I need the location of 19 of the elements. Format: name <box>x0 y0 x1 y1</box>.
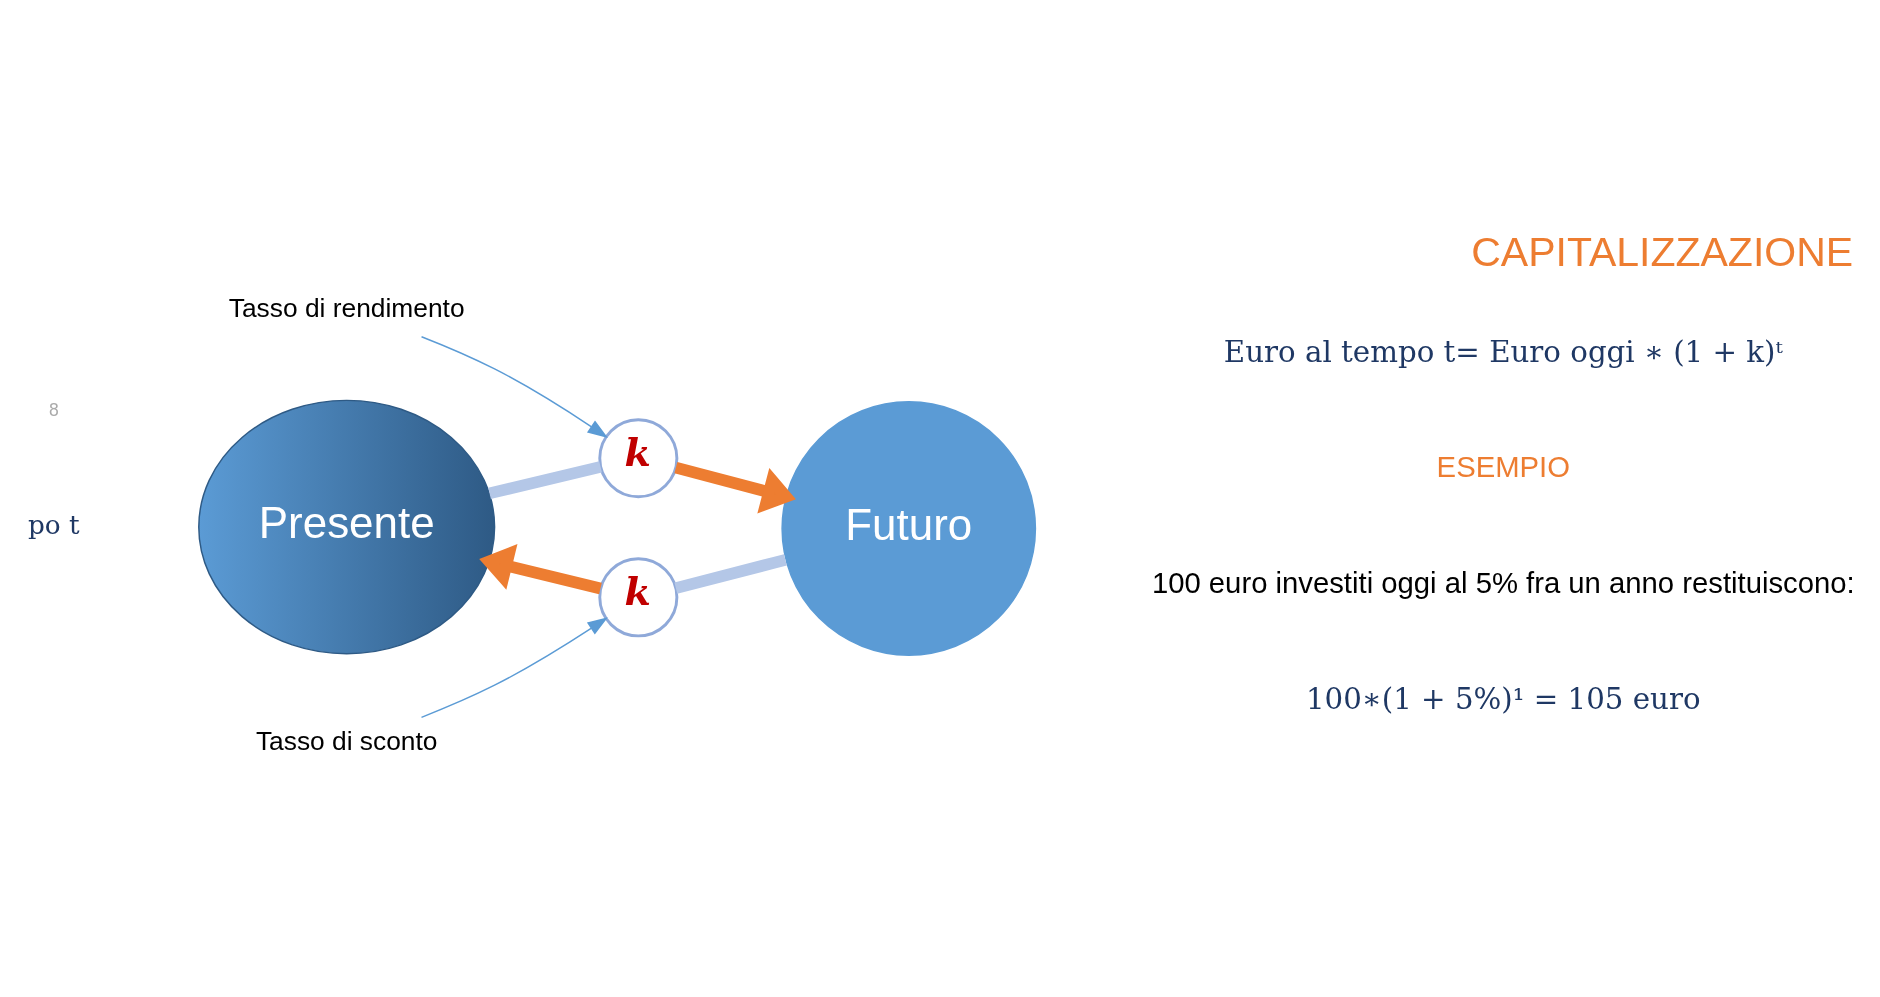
connector <box>488 461 602 500</box>
label: po t <box>27 509 80 540</box>
node-text: Tasso di sconto <box>255 726 438 757</box>
label: 100∗(1 + 5%)¹ = 105 euro <box>1306 681 1701 716</box>
label: 100 euro investiti oggi al 5% fra un anno restituiscono: <box>1151 565 1855 599</box>
connector <box>674 554 787 594</box>
arrow <box>420 617 608 719</box>
node-text: Tasso di rendimento <box>228 292 465 323</box>
node-circle: k <box>598 418 679 499</box>
node-circle: Futuro <box>781 401 1037 656</box>
node-ellipse: Presente <box>198 399 496 655</box>
arrow <box>420 335 608 438</box>
label: 8 <box>48 399 59 420</box>
label: ESEMPIO <box>1436 450 1570 484</box>
diagram-title: CAPITALIZZAZIONE <box>1471 228 1854 275</box>
arrow <box>674 462 796 514</box>
node-circle: k <box>598 557 679 638</box>
arrow <box>479 544 602 595</box>
label: Euro al tempo t= Euro oggi ∗ (1 + k)ᵗ <box>1223 334 1783 369</box>
